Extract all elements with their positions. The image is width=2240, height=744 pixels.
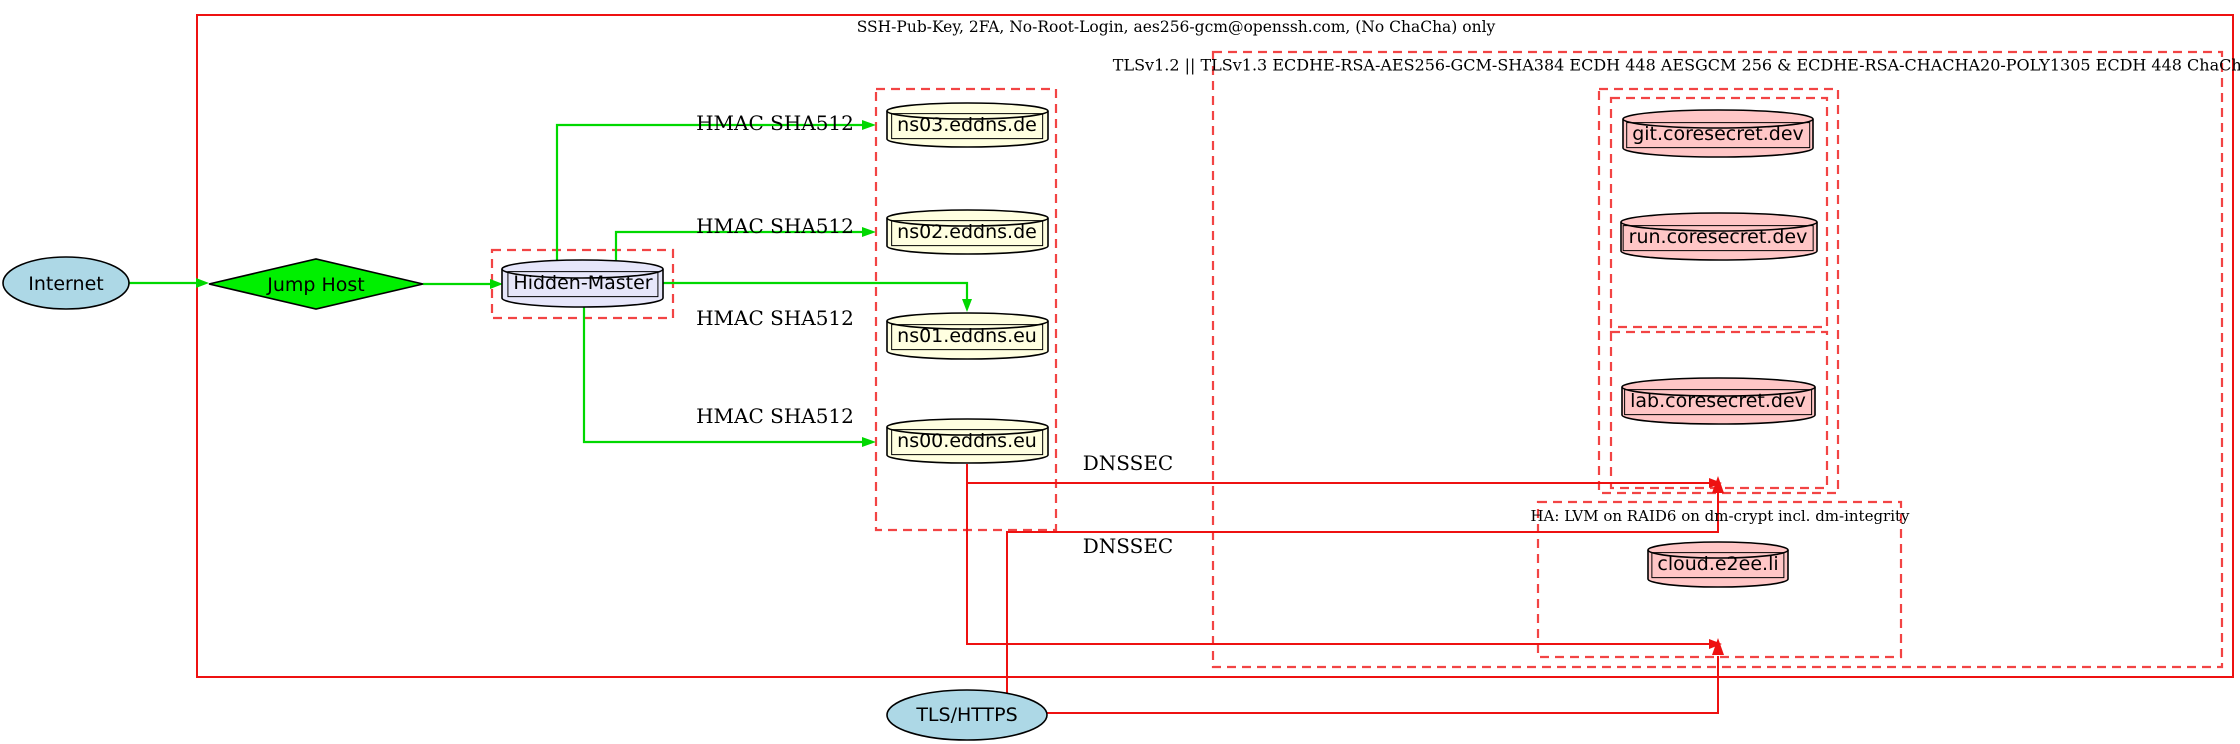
edge-label-dnssec-2: DNSSEC <box>1082 534 1174 558</box>
git-run-cluster-box <box>1609 96 1829 329</box>
arrowhead <box>962 299 972 312</box>
tls-cluster-label: TLSv1.2 || TLSv1.3 ECDHE-RSA-AES256-GCM-… <box>1112 55 2240 75</box>
edge-hiddenmaster-ns02 <box>614 230 862 262</box>
ns02-node-label: ns02.eddns.de <box>891 220 1043 246</box>
arrowhead <box>862 120 876 130</box>
cloud-node-shape <box>1647 541 1789 588</box>
ns01-node-label: ns01.eddns.eu <box>891 324 1043 350</box>
arrowhead <box>490 279 503 289</box>
jump-host-node-shape <box>208 258 424 310</box>
ha-cluster-box <box>1536 500 1903 659</box>
green-edges <box>129 123 969 444</box>
edge-label-hmac-ns01: HMAC SHA512 <box>696 306 854 330</box>
edge-tlshttps-coresecret <box>1006 492 1719 693</box>
arrowhead <box>1709 639 1722 649</box>
edge-label-hmac-ns02: HMAC SHA512 <box>696 214 854 238</box>
edge-hiddenmaster-ns01 <box>663 281 969 300</box>
red-edges <box>966 464 1719 714</box>
tls-cluster-box <box>1211 50 2224 669</box>
internet-node-label: Internet <box>28 273 104 295</box>
edge-ns00-ha <box>966 483 1710 645</box>
cloud-node-label: cloud.e2ee.li <box>1651 552 1785 578</box>
internet-node-shape <box>2 256 130 310</box>
edge-label-hmac-ns00: HMAC SHA512 <box>696 404 854 428</box>
edge-label-dnssec-1: DNSSEC <box>1082 451 1174 475</box>
arrowhead <box>1709 478 1722 488</box>
edge-tlshttps-ha <box>1047 656 1719 714</box>
edge-hiddenmaster-ns00 <box>582 305 862 444</box>
arrowhead <box>1712 476 1724 493</box>
ssh-cluster-label: SSH-Pub-Key, 2FA, No-Root-Login, aes256-… <box>856 18 1496 36</box>
jump-host-node-label: Jump Host <box>267 274 365 296</box>
run-node-shape <box>1620 212 1818 261</box>
hidden-master-node-label: Hidden-Master <box>507 271 659 297</box>
coresecret-cluster-box <box>1597 87 1840 495</box>
tls-https-node-shape <box>886 689 1048 741</box>
arrowhead <box>196 278 209 288</box>
nameserver-cluster-box <box>874 87 1058 532</box>
ns00-node-label: ns00.eddns.eu <box>891 429 1043 455</box>
edge-hiddenmaster-ns03 <box>555 123 862 262</box>
red-arrowheads <box>1709 476 1724 655</box>
edge-label-hmac-ns03: HMAC SHA512 <box>696 111 854 135</box>
run-node-label: run.coresecret.dev <box>1622 225 1814 251</box>
lab-node-label: lab.coresecret.dev <box>1624 389 1812 415</box>
ssh-cluster-box <box>196 14 2234 678</box>
arrowhead <box>1712 638 1724 655</box>
arrowhead <box>862 227 876 237</box>
ns03-node-label: ns03.eddns.de <box>891 113 1043 139</box>
green-arrowheads <box>196 120 972 447</box>
tls-https-node-label: TLS/HTTPS <box>916 704 1018 726</box>
arrowhead <box>862 437 876 447</box>
git-node-label: git.coresecret.dev <box>1626 122 1810 148</box>
ha-cluster-label: HA: LVM on RAID6 on dm-crypt incl. dm-in… <box>1530 507 1910 525</box>
